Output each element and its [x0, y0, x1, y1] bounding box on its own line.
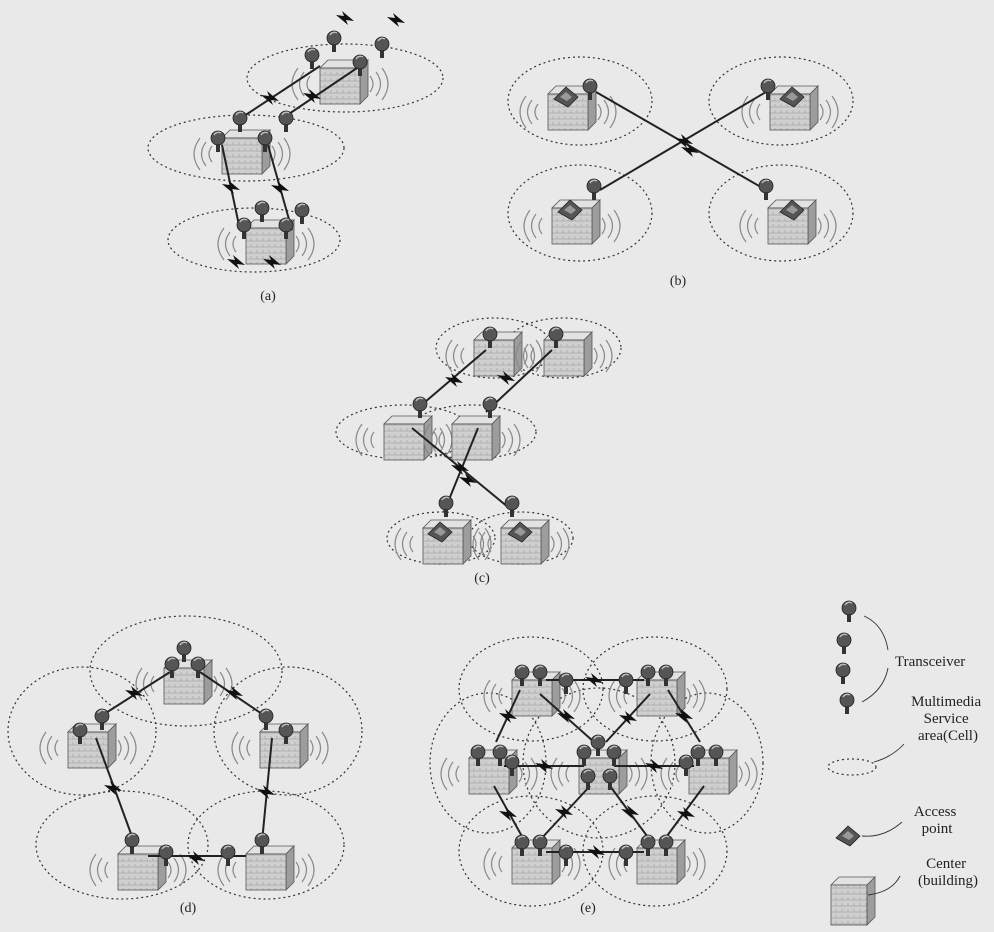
links-b	[595, 91, 767, 191]
legend-service-area-label: Multimedia Service area(Cell)	[911, 694, 985, 744]
legend-transceiver-pointer-2	[861, 667, 889, 703]
legend-transceiver-icons	[835, 600, 857, 715]
legend: Transceiver Multimedia Service area(Cell…	[827, 600, 985, 926]
caption-e: (e)	[580, 901, 596, 916]
links-d	[95, 671, 275, 865]
panel-c: (c)	[335, 317, 622, 586]
caption-d: (d)	[180, 901, 197, 916]
caption-c: (c)	[474, 571, 490, 586]
legend-service-area-line-3: area(Cell)	[918, 728, 978, 744]
links-a	[221, 11, 405, 269]
cells-a	[147, 43, 444, 273]
legend-center-building-icon	[830, 876, 876, 926]
legend-access-point-icon	[835, 825, 861, 847]
legend-access-point-line-1: Access	[914, 804, 957, 820]
legend-center-line-1: Center	[926, 856, 966, 872]
legend-transceiver-pointer	[863, 615, 889, 651]
panel-a: (a)	[147, 11, 444, 304]
panel-b: (b)	[507, 56, 854, 289]
panel-e: (e)	[429, 636, 764, 916]
legend-center-pointer	[867, 875, 901, 896]
buildings-a	[193, 59, 389, 265]
legend-service-area-line-2: Service	[924, 711, 969, 727]
buildings-c	[355, 331, 613, 565]
caption-b: (b)	[670, 274, 687, 289]
buildings-b	[519, 85, 839, 245]
caption-a: (a)	[260, 289, 276, 304]
cells-d	[7, 615, 363, 900]
legend-transceiver-label: Transceiver	[895, 654, 965, 670]
legend-service-area-line-1: Multimedia	[911, 694, 981, 710]
legend-service-area-pointer	[873, 743, 905, 763]
panel-d: (d)	[7, 615, 363, 916]
legend-service-area-icon	[827, 758, 877, 776]
legend-access-point-pointer	[861, 821, 903, 837]
cells-e	[429, 636, 764, 907]
legend-access-point-label: Access point	[914, 804, 960, 837]
legend-center-label: Center (building)	[918, 856, 978, 889]
legend-access-point-line-2: point	[922, 821, 954, 837]
cells-b	[507, 56, 854, 262]
legend-center-line-2: (building)	[918, 873, 978, 889]
